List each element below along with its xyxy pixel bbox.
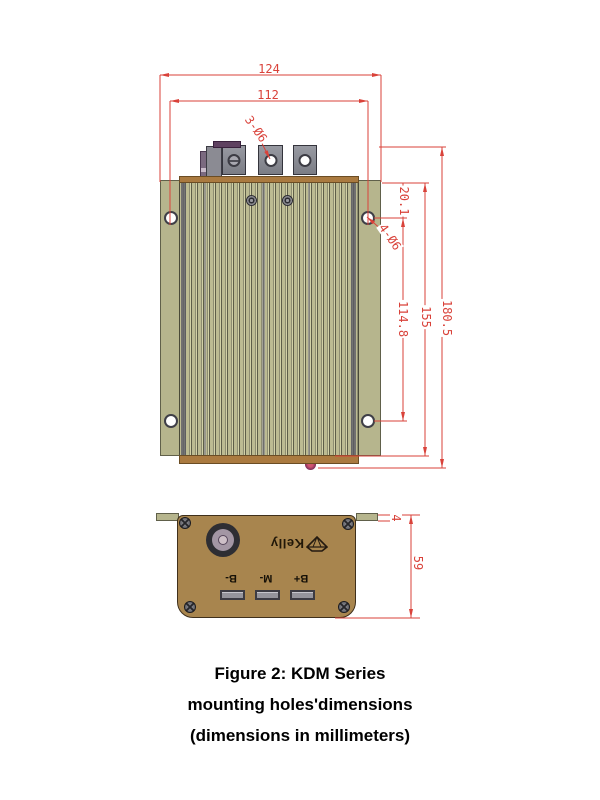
terminal-hole-icon [298, 154, 312, 167]
figure-caption: Figure 2: KDM Series mounting holes'dime… [0, 658, 600, 751]
controller-cover [177, 515, 356, 618]
connector-cap [213, 141, 241, 148]
flange-tab-left [156, 513, 179, 521]
mounting-hole-bottom-left [164, 414, 178, 428]
brand-text: Kelly [270, 536, 304, 552]
dim-text-3-o6: 3-Ø6 [241, 112, 271, 146]
dim-text-155: 155 [419, 305, 433, 329]
busbar-slot [290, 590, 315, 600]
dim-text-59: 59 [411, 554, 425, 572]
dim-text-114-8: 114.8 [396, 299, 410, 339]
terminal-lug-b-minus [222, 145, 246, 175]
gem-icon [306, 536, 328, 552]
terminal-lug-m-minus [258, 145, 283, 175]
connector-slot [201, 168, 209, 172]
cover-screw-icon [184, 601, 196, 613]
connector-body [206, 146, 222, 178]
round-connector-center [218, 535, 228, 545]
kelly-logo: Kelly [266, 535, 328, 553]
fin-gray-band [262, 183, 265, 455]
terminal-bolt-icon [227, 154, 241, 167]
heatsink-fins [179, 176, 359, 464]
dim-text-112: 112 [257, 88, 279, 102]
busbar-slot [220, 590, 245, 600]
fin-shadow-band [351, 183, 356, 455]
cover-screw-icon [338, 601, 350, 613]
cover-screw-icon [246, 195, 257, 206]
terminal-lug-b-plus [293, 145, 317, 175]
fin-gray-band [204, 183, 206, 455]
terminal-hole-icon [264, 154, 277, 167]
terminal-label-b-plus: B+ [293, 572, 309, 584]
terminal-label-m-minus: M- [259, 572, 273, 584]
heatsink-edge-strip-bottom [179, 455, 359, 464]
flange-tab-right [356, 513, 378, 521]
dim-text-20-1: 20.1 [397, 185, 411, 217]
cover-screw-icon [179, 517, 191, 529]
dim-text-4: 4 [389, 513, 403, 523]
fin-gray-band [308, 183, 310, 455]
caption-line-3: (dimensions in millimeters) [189, 726, 411, 745]
power-led [305, 459, 316, 470]
busbar-slot [255, 590, 280, 600]
cover-screw-icon [342, 518, 354, 530]
bolt-slot [229, 159, 239, 162]
mounting-hole-top-right [361, 211, 375, 225]
dim-text-180-5: 180.5 [440, 298, 454, 338]
caption-line-1: Figure 2: KDM Series [214, 664, 386, 683]
cover-screw-icon [282, 195, 293, 206]
mounting-hole-top-left [164, 211, 178, 225]
mounting-hole-bottom-right [361, 414, 375, 428]
caption-line-2: mounting holes'dimensions [187, 695, 413, 714]
heatsink-edge-strip-top [179, 176, 359, 183]
terminal-label-b-minus: B- [225, 572, 237, 584]
dim-text-124: 124 [258, 62, 280, 76]
fin-shadow-band [181, 183, 186, 455]
